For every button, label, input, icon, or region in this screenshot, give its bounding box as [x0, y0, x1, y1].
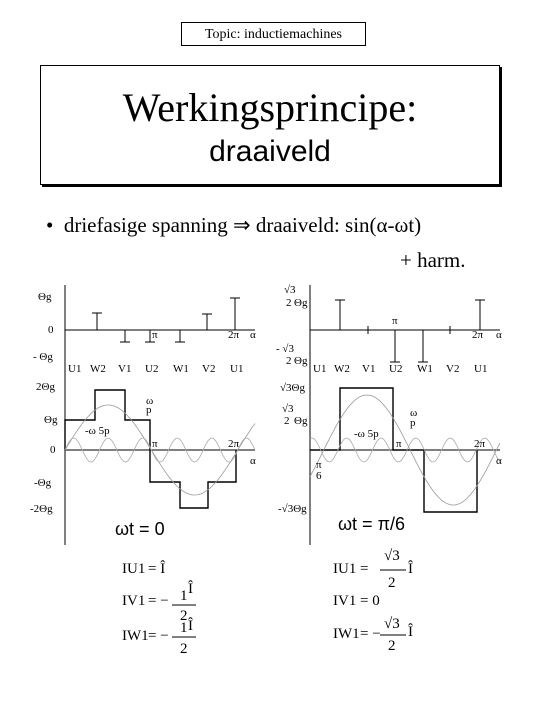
right-top-xlabel-2pi: 2π: [472, 329, 484, 341]
left-iv-den: 2: [180, 608, 188, 624]
slide-subtitle: draaiveld: [209, 135, 331, 168]
right-p-annotation: p: [410, 417, 416, 429]
left-bottom-xlabel-2pi: 2π: [228, 438, 240, 450]
left-winding-label: V1: [118, 363, 131, 375]
right-iu-symbol: IU1: [333, 561, 356, 577]
right-iw-den: 2: [388, 638, 396, 654]
left-iv-imax: Î: [188, 580, 193, 597]
left-top-xlabel-pi: π: [152, 329, 158, 341]
left-mmf-step-wave: [64, 389, 237, 509]
left-top-ylabel-pos: Θg: [38, 291, 52, 303]
right-iu-imax: Î: [408, 560, 413, 577]
left-winding-label: U2: [145, 363, 158, 375]
right-top-ylabel: 2: [286, 355, 292, 367]
right-bottom-ylabel: √3Θg: [280, 382, 305, 394]
right-top-ylabel: Θg: [294, 355, 308, 367]
left-top-ylabel-zero: 0: [48, 324, 54, 336]
left-iw-num: 1: [180, 620, 188, 636]
right-top-ylabel: 2: [286, 297, 292, 309]
right-top-ylabel: - √3: [276, 343, 294, 355]
left-iu-value: = Î: [148, 560, 165, 577]
right-bottom-xlabel-pi: π: [396, 438, 402, 450]
bullet-continuation: + harm.: [400, 248, 466, 272]
left-bottom-ylabel: -2Θg: [30, 503, 53, 515]
left-bottom-ylabel: 2Θg: [36, 381, 55, 393]
left-iv-eq: = −: [148, 593, 169, 609]
right-iu-den: 2: [388, 575, 396, 591]
left-harmonic-wave: [64, 437, 256, 463]
title-box: Werkingsprincipe: draaiveld: [40, 65, 500, 185]
right-mmf-step-wave: [310, 387, 478, 513]
right-bottom-ylabel: -√3Θg: [278, 503, 307, 515]
left-fundamental-wave: [64, 404, 256, 496]
right-winding-label: U1: [474, 363, 487, 375]
right-harmonic-annotation: -ω 5p: [354, 428, 379, 440]
left-p-annotation: p: [146, 404, 152, 416]
left-iw-symbol: IW1: [122, 628, 149, 644]
right-iv-symbol: IV1: [333, 593, 356, 609]
left-bottom-xlabel-pi: π: [152, 438, 158, 450]
right-iv-value: = 0: [360, 593, 380, 609]
right-bottom-ylabel: Θg: [294, 415, 308, 427]
left-time-label: ωt = 0: [115, 519, 165, 539]
left-iw-den: 2: [180, 641, 188, 657]
bullet-text: driefasige spanning ⇒ draaiveld: sin(α-ω…: [63, 213, 422, 237]
left-winding-label: U1: [230, 363, 243, 375]
left-bottom-xlabel-alpha: α: [250, 455, 256, 467]
right-bottom-ylabel: π: [316, 459, 322, 471]
right-bottom-xlabel-2pi: 2π: [474, 438, 486, 450]
left-bottom-ylabel: -Θg: [34, 477, 52, 489]
left-iu-symbol: IU1: [122, 561, 145, 577]
right-iw-eq: = −: [360, 626, 381, 642]
right-iw-num: √3: [384, 616, 400, 632]
right-omega-annotation: ω: [410, 407, 417, 419]
right-bottom-ylabel: √3: [282, 403, 294, 415]
right-time-label: ωt = π/6: [338, 514, 405, 534]
right-top-xlabel-pi: π: [392, 315, 398, 327]
right-winding-label: U1: [313, 363, 326, 375]
right-iw-symbol: IW1: [333, 626, 360, 642]
topic-label: Topic: inductiemachines: [181, 22, 366, 46]
right-bottom-xlabel-alpha: α: [496, 455, 502, 467]
right-top-ylabel: Θg: [294, 297, 308, 309]
left-winding-label: U1: [68, 363, 81, 375]
right-bottom-ylabel: 6: [316, 470, 322, 482]
left-iw-eq: = −: [148, 628, 169, 644]
slide-title: Werkingsprincipe:: [122, 85, 418, 130]
right-winding-label: W1: [417, 363, 433, 375]
left-bottom-ylabel: 0: [50, 444, 56, 456]
bullet-line: • driefasige spanning ⇒ draaiveld: sin(α…: [46, 213, 421, 237]
left-top-xlabel-alpha: α: [250, 329, 256, 341]
left-bottom-ylabel: Θg: [44, 414, 58, 426]
right-bottom-ylabel: 2: [284, 415, 290, 427]
bullet-marker: •: [46, 213, 54, 237]
right-winding-label: V1: [362, 363, 375, 375]
right-iu-eq: =: [360, 561, 368, 577]
right-winding-label: U2: [389, 363, 402, 375]
left-iw-imax: Î: [188, 617, 193, 634]
left-iv-num: 1: [180, 588, 188, 604]
left-omega-annotation: ω: [146, 395, 153, 407]
right-iu-num: √3: [384, 548, 400, 564]
left-winding-label: W2: [90, 363, 106, 375]
left-winding-label: V2: [202, 363, 215, 375]
left-top-ylabel-neg: - Θg: [33, 351, 53, 363]
left-top-xlabel-2pi: 2π: [228, 329, 240, 341]
right-winding-label: V2: [446, 363, 459, 375]
right-top-xlabel-alpha: α: [496, 329, 502, 341]
left-winding-label: W1: [173, 363, 189, 375]
left-iv-symbol: IV1: [122, 593, 145, 609]
left-harmonic-annotation: -ω 5p: [85, 425, 110, 437]
right-winding-label: W2: [334, 363, 350, 375]
right-iw-imax: Î: [408, 623, 413, 640]
right-top-ylabel: √3: [284, 284, 296, 296]
right-harmonic-wave: [309, 437, 501, 463]
right-fundamental-wave: [309, 394, 501, 506]
